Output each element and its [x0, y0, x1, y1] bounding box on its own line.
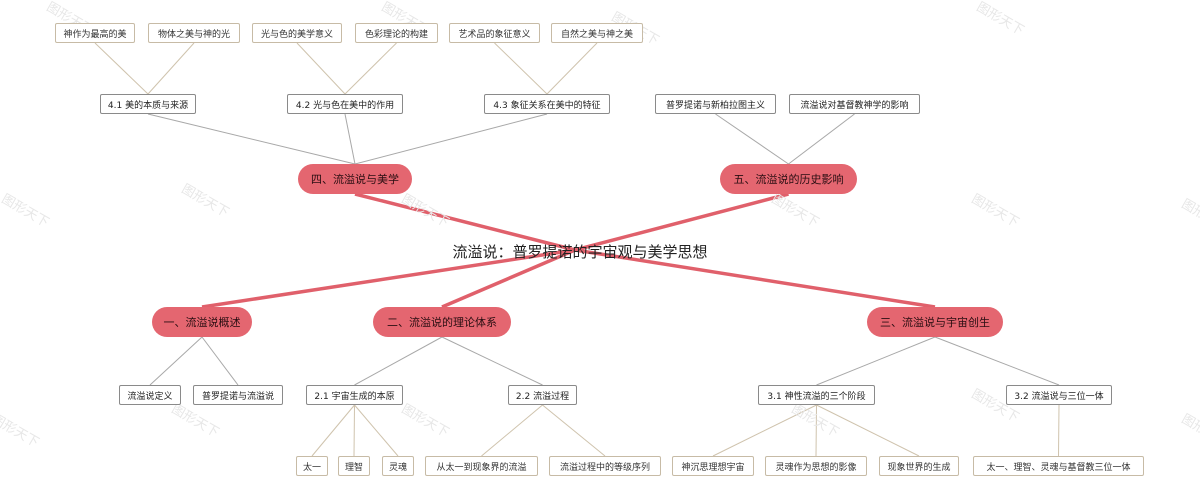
connector-root-b3 [574, 248, 936, 309]
connector-b2c2-b2l4 [481, 404, 543, 457]
node-christian-theology[interactable]: 流溢说对基督教神学的影响 [789, 94, 920, 114]
branch-aesthetics[interactable]: 四、流溢说与美学 [298, 164, 412, 194]
connector-b4-b4c1 [147, 113, 356, 165]
node-nature-of-beauty[interactable]: 4.1 美的本质与来源 [100, 94, 196, 114]
node-three-stages[interactable]: 3.1 神性流溢的三个阶段 [758, 385, 875, 405]
leaf-color-theory[interactable]: 色彩理论的构建 [355, 23, 438, 43]
connector-root-b4 [354, 192, 576, 252]
connector-b2c1-b2l2 [353, 404, 355, 457]
branch-theory-system[interactable]: 二、流溢说的理论体系 [373, 307, 511, 337]
branch-overview[interactable]: 一、流溢说概述 [152, 307, 252, 337]
connector-b2c2-b2l5 [542, 404, 606, 457]
node-plotinus[interactable]: 普罗提诺与流溢说 [193, 385, 283, 405]
leaf-phenomenal-world[interactable]: 现象世界的生成 [879, 456, 959, 476]
leaf-intellect[interactable]: 理智 [338, 456, 370, 476]
leaf-highest-beauty[interactable]: 神作为最高的美 [55, 23, 135, 43]
leaf-contemplation[interactable]: 神沉思理想宇宙 [672, 456, 754, 476]
root-topic[interactable]: 流溢说：普罗提诺的宇宙观与美学思想 [452, 242, 708, 261]
connector-b3c1-b3l3 [816, 404, 920, 457]
connector-b4c3-b4l6 [546, 42, 598, 95]
branch-historical-influence[interactable]: 五、流溢说的历史影响 [720, 164, 857, 194]
connector-b3c1-b3l1 [712, 404, 817, 457]
leaf-object-beauty[interactable]: 物体之美与神的光 [148, 23, 240, 43]
leaf-aesthetic-meaning[interactable]: 光与色的美学意义 [252, 23, 342, 43]
node-light-color[interactable]: 4.2 光与色在美中的作用 [287, 94, 403, 114]
leaf-soul[interactable]: 灵魂 [382, 456, 414, 476]
connector-b3-b3c2 [934, 336, 1060, 386]
connector-b1-b1a [149, 336, 203, 386]
connector-b4-b4c2 [344, 113, 356, 165]
connector-b4c3-b4l5 [494, 42, 548, 95]
node-emanation-process[interactable]: 2.2 流溢过程 [508, 385, 577, 405]
connector-b3c2-b3l4 [1058, 404, 1060, 457]
connector-b4c1-b4l1 [94, 42, 149, 95]
connector-b2-b2c2 [441, 336, 543, 386]
leaf-artwork-symbol[interactable]: 艺术品的象征意义 [449, 23, 540, 43]
connector-b2c1-b2l3 [354, 404, 399, 457]
connector-b3-b3c1 [816, 336, 936, 386]
connector-b1-b1b [201, 336, 239, 386]
node-trinity[interactable]: 3.2 流溢说与三位一体 [1006, 385, 1112, 405]
connector-b3c1-b3l2 [815, 404, 817, 457]
connector-b5-b5a [715, 113, 789, 165]
branch-cosmic-creation[interactable]: 三、流溢说与宇宙创生 [867, 307, 1003, 337]
leaf-soul-image[interactable]: 灵魂作为思想的影像 [765, 456, 867, 476]
connector-b4c1-b4l2 [147, 42, 195, 95]
leaf-flow[interactable]: 从太一到现象界的流溢 [425, 456, 538, 476]
leaf-trinity[interactable]: 太一、理智、灵魂与基督教三位一体 [973, 456, 1144, 476]
connector-b4-b4c3 [354, 113, 548, 165]
leaf-hierarchy[interactable]: 流溢过程中的等级序列 [549, 456, 661, 476]
node-neoplatonism[interactable]: 普罗提诺与新柏拉图主义 [655, 94, 776, 114]
connector-b5-b5b [788, 113, 855, 165]
connector-root-b2 [441, 248, 576, 309]
node-origin[interactable]: 2.1 宇宙生成的本原 [306, 385, 403, 405]
connector-b4c2-b4l4 [344, 42, 397, 95]
connector-b2-b2c1 [354, 336, 443, 386]
connector-b4c2-b4l3 [296, 42, 346, 95]
connector-root-b1 [201, 248, 576, 309]
connector-b2c1-b2l1 [311, 404, 355, 457]
connector-root-b5 [574, 192, 789, 252]
leaf-nature-beauty[interactable]: 自然之美与神之美 [551, 23, 643, 43]
node-definition[interactable]: 流溢说定义 [119, 385, 181, 405]
leaf-the-one[interactable]: 太一 [296, 456, 328, 476]
node-symbolism[interactable]: 4.3 象征关系在美中的特征 [484, 94, 610, 114]
